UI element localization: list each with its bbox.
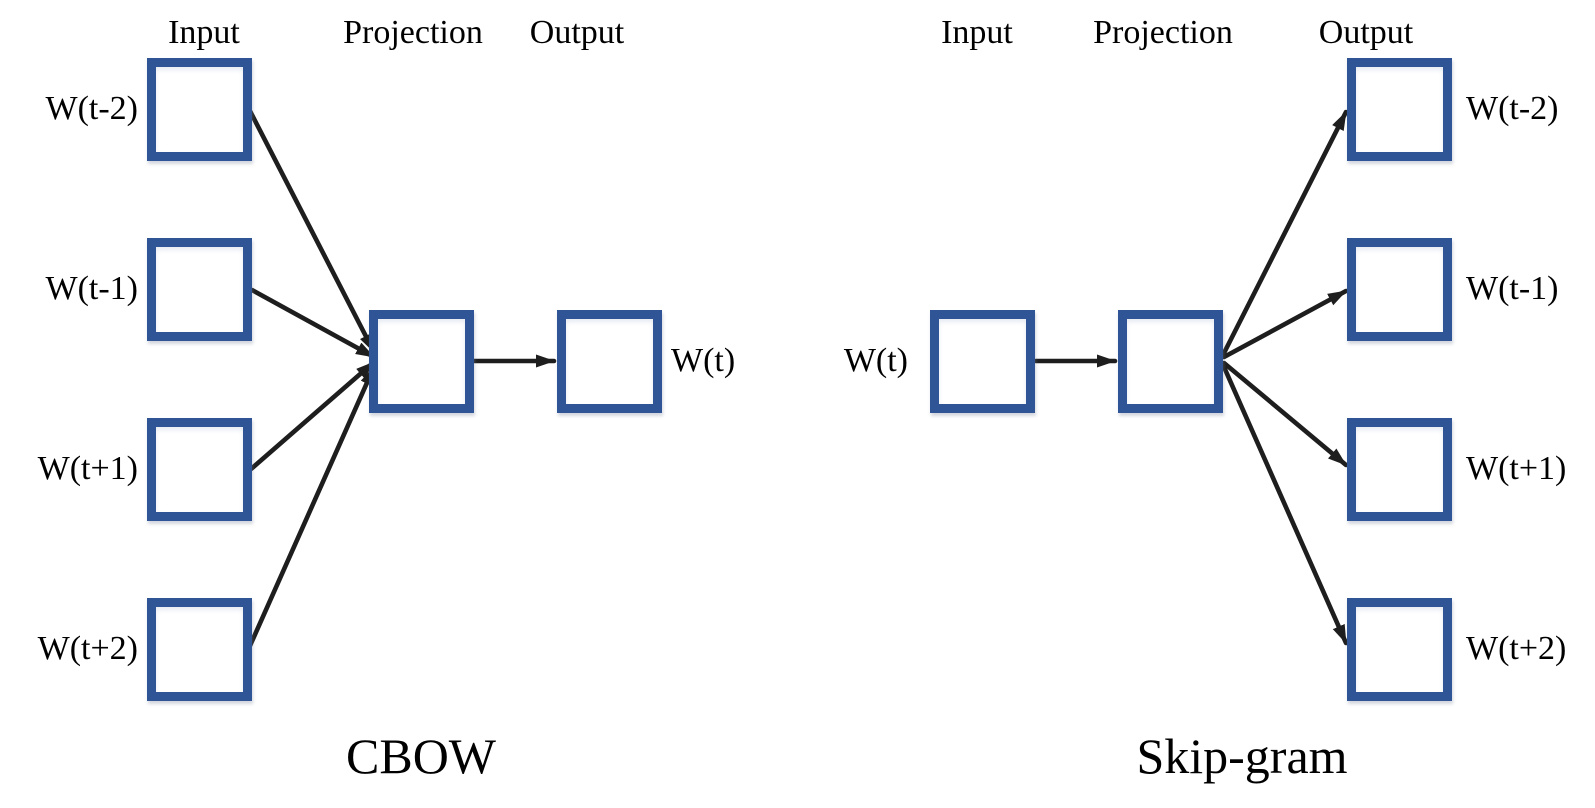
cbow-header-output: Output <box>529 14 625 51</box>
skipgram-arrow-projection-to-wt-plus2 <box>1221 364 1349 646</box>
skipgram-projection-box <box>1118 310 1223 413</box>
skipgram-header-input: Input <box>941 14 1013 51</box>
skipgram-output-label-wt-plus1: W(t+1) <box>1466 450 1567 487</box>
skipgram-output-box-wt-minus2 <box>1347 58 1452 161</box>
cbow-arrow-wt-plus2-to-projection <box>246 364 377 651</box>
cbow-input-box-wt-plus1 <box>147 418 252 521</box>
cbow-input-box-wt-plus2 <box>147 598 252 701</box>
cbow-input-box-wt-minus1 <box>147 238 252 341</box>
cbow-input-label-wt-minus2: W(t-2) <box>45 90 138 127</box>
cbow-arrow-wt-minus1-to-projection <box>249 287 377 360</box>
cbow-header-projection: Projection <box>343 14 483 51</box>
cbow-input-label-wt-plus1: W(t+1) <box>37 450 138 487</box>
skipgram-caption: Skip-gram <box>1136 728 1348 784</box>
cbow-arrow-wt-plus1-to-projection <box>248 359 377 472</box>
skipgram-output-box-wt-minus1 <box>1347 238 1452 341</box>
skipgram-arrow-projection-to-wt-plus1 <box>1221 360 1349 468</box>
cbow-input-box-wt-minus2 <box>147 58 252 161</box>
skipgram-output-label-wt-minus2: W(t-2) <box>1466 90 1559 127</box>
cbow-projection-box <box>369 310 474 413</box>
cbow-output-label-wt: W(t) <box>671 342 736 379</box>
cbow-arrow-wt-minus2-to-projection <box>247 108 377 355</box>
skipgram-output-label-wt-plus2: W(t+2) <box>1466 630 1567 667</box>
cbow-input-label-wt-plus2: W(t+2) <box>37 630 138 667</box>
skipgram-output-box-wt-plus1 <box>1347 418 1452 521</box>
skipgram-output-label-wt-minus1: W(t-1) <box>1466 270 1559 307</box>
cbow-header-input: Input <box>168 14 240 51</box>
skipgram-output-box-wt-plus2 <box>1347 598 1452 701</box>
skipgram-input-label-wt: W(t) <box>843 342 908 379</box>
skipgram-input-box <box>930 310 1035 413</box>
skipgram-arrow-projection-to-wt-minus1 <box>1221 288 1349 360</box>
skipgram-header-output: Output <box>1318 14 1414 51</box>
skipgram-arrow-projection-to-wt-minus2 <box>1221 109 1349 356</box>
cbow-input-label-wt-minus1: W(t-1) <box>45 270 138 307</box>
skipgram-header-projection: Projection <box>1093 14 1233 51</box>
cbow-output-box <box>557 310 662 413</box>
cbow-caption: CBOW <box>346 728 496 784</box>
